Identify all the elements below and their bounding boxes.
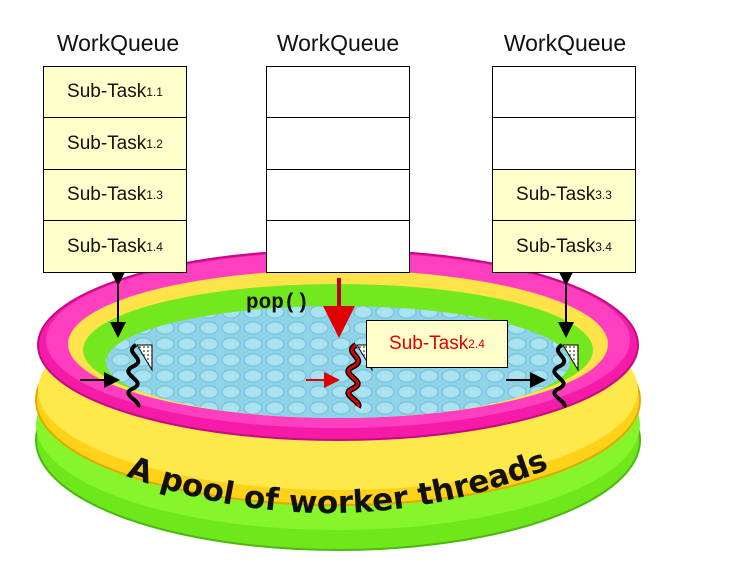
queue-cell-empty xyxy=(266,117,410,170)
task-index: 2.4 xyxy=(468,337,485,351)
task-index: 1.4 xyxy=(146,239,163,254)
task-label: Sub-Task xyxy=(67,132,147,154)
queue-cell-empty xyxy=(266,168,410,222)
workqueue-title-3: WorkQueue xyxy=(503,30,627,56)
queue-cell-empty xyxy=(266,220,410,273)
task-index: 1.2 xyxy=(146,136,163,151)
workqueue-2 xyxy=(266,65,410,273)
task-label: Sub-Task xyxy=(516,184,596,205)
task-label: Sub-Task xyxy=(389,333,469,354)
queue-cell-empty xyxy=(492,65,636,119)
task-index: 1.3 xyxy=(146,188,163,202)
task-index: 1.1 xyxy=(146,85,163,99)
queue-cell-empty xyxy=(266,65,410,119)
worker-thread-icon xyxy=(126,343,153,409)
task-label: Sub-Task xyxy=(67,184,147,205)
task-label: Sub-Task xyxy=(67,235,147,257)
task-index: 3.4 xyxy=(595,239,612,254)
queue-cell-empty xyxy=(492,117,636,170)
workqueue-title-2: WorkQueue xyxy=(276,30,400,56)
worker-thread-icon xyxy=(552,343,579,409)
task-label: Sub-Task xyxy=(516,235,596,257)
task-label: Sub-Task xyxy=(67,81,147,102)
workqueue-title-1: WorkQueue xyxy=(56,30,180,56)
pop-label: pop() xyxy=(246,292,310,315)
task-index: 3.3 xyxy=(595,188,612,202)
